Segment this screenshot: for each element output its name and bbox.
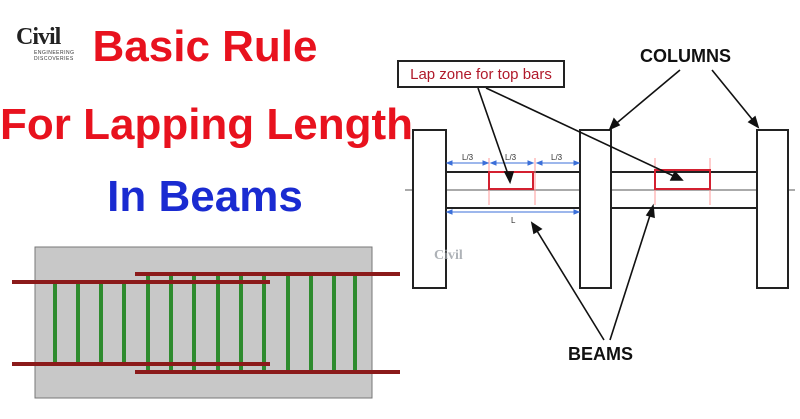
logo-subtitle: ENGINEERING DISCOVERIES — [34, 50, 75, 62]
dim-third-2: L/3 — [505, 153, 517, 162]
longitudinal-bars — [12, 272, 400, 374]
lap-zone-label: Lap zone for top bars — [397, 60, 565, 88]
leader-arrows — [477, 69, 760, 341]
brand-logo: Civil ENGINEERING DISCOVERIES — [16, 24, 78, 64]
logo-text: Civil — [16, 24, 61, 50]
column-2 — [579, 129, 612, 289]
dim-third-1: L/3 — [462, 153, 474, 162]
title-line-3: In Beams — [107, 172, 303, 221]
watermark-logo: Civil — [434, 248, 463, 263]
beams-label: BEAMS — [568, 344, 634, 364]
dimension-thirds — [445, 160, 581, 166]
column-3 — [756, 129, 789, 289]
columns-label: COLUMNS — [640, 46, 731, 66]
dim-third-3: L/3 — [551, 153, 563, 162]
columns — [412, 129, 789, 289]
lap-zone-right — [654, 169, 711, 190]
column-1 — [412, 129, 447, 289]
title-line-1: Basic Rule — [92, 22, 318, 71]
title-line-2: For Lapping Length — [0, 100, 414, 149]
dim-span: L — [511, 216, 516, 225]
dimension-span — [445, 209, 581, 215]
stirrups — [53, 272, 357, 372]
